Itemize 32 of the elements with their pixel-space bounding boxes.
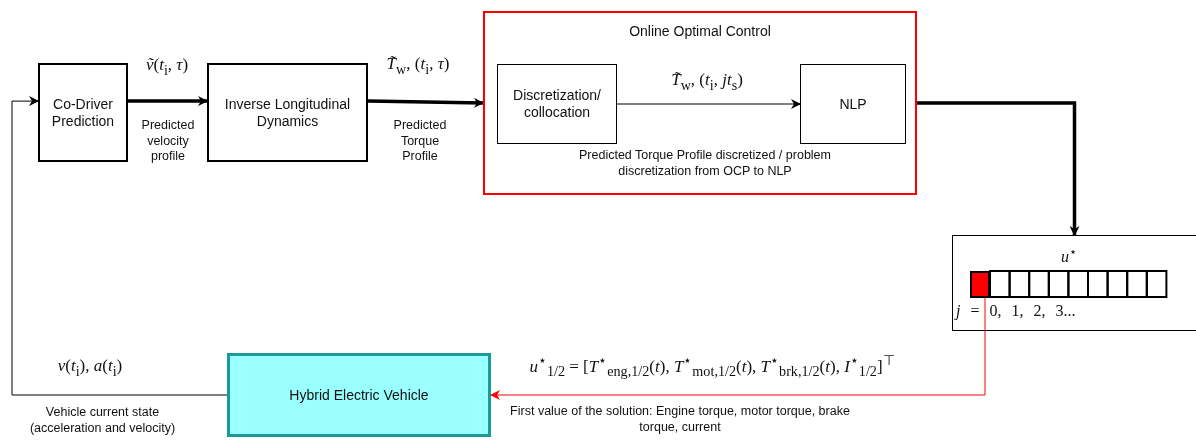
node-label: Inverse Longitudinal Dynamics (223, 95, 352, 130)
arrow (490, 297, 986, 400)
group-box (483, 11, 917, 195)
vehicle-box (227, 353, 491, 437)
annotation-text: Vehicle current state (acceleration and velocity) (28, 405, 177, 437)
arrow (11, 96, 228, 396)
edge-label: T̃$_{w}$, (t$_{i}$, τ) (386, 54, 450, 78)
arrow (917, 101, 1080, 236)
annotation-text: Predicted Torque Profile discretized / problem discretization from OCP to NLP (578, 148, 832, 180)
edge-label: T̃$_{w}$, (t$_{i}$, jt$_{s}$) (671, 70, 743, 94)
process-box (800, 64, 906, 144)
arrow (616, 99, 801, 109)
process-box (38, 63, 128, 162)
node-label: Discretization/ collocation (512, 87, 602, 121)
edge-label: u$^{⋆}$$_{1/2}$ = [T$^{⋆}$$_{eng,1/2}$(t), T$^{⋆}$$_{mot,1/2}$(t), T$^{⋆}$$_{brk,1/2}$(t), I$^{⋆}$$_{1/2}$]$^{⊤}$ (529, 352, 895, 380)
edge-label: ṽ(t$_{i}$, τ) (145, 55, 189, 79)
process-box (497, 64, 617, 144)
node-label: NLP (839, 95, 867, 113)
solution-cell (970, 271, 990, 298)
annotation-text: Predicted Torque Profile (392, 118, 448, 165)
vector-label: u$^{⋆}$ (1061, 244, 1077, 267)
annotation-text: First value of the solution: Engine torque, motor torque, brake torque, current (509, 404, 851, 436)
node-label: Hybrid Electric Vehicle (289, 386, 429, 404)
edge-label: v(t$_{i}$), a(t$_{i}$) (57, 356, 123, 380)
node-label: Co-Driver Prediction (50, 95, 116, 130)
annotation-text: Predicted velocity profile (140, 118, 196, 165)
output-panel (952, 235, 1196, 331)
index-label: j = 0, 1, 2, 3... (956, 301, 1076, 321)
process-box (207, 63, 368, 162)
arrow (367, 97, 484, 108)
arrow (128, 96, 208, 107)
group-title: Online Optimal Control (628, 23, 772, 40)
